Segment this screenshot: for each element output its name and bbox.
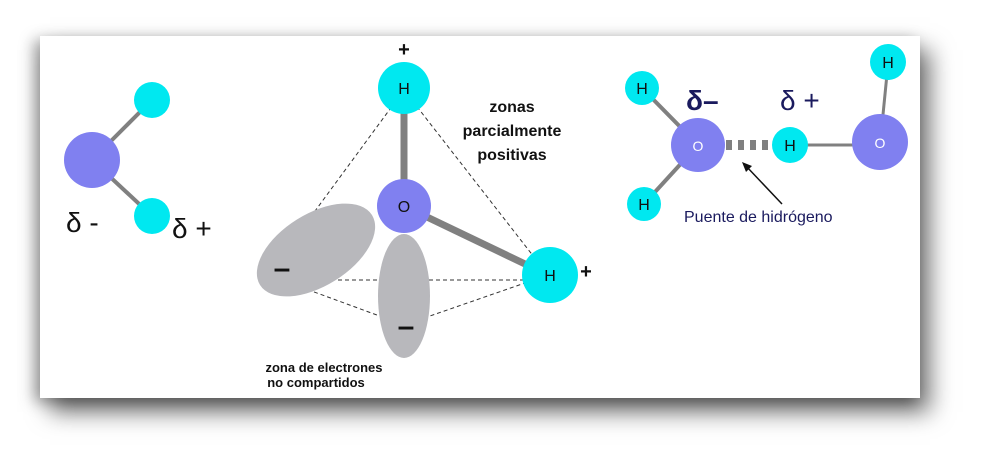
positive-zones-line1: zonas bbox=[489, 99, 534, 116]
lone-pair-zone-line1: zona de electrones bbox=[265, 360, 382, 375]
center-hydrogen-right-label: H bbox=[544, 268, 556, 285]
lone-pair-zone-line2: no compartidos bbox=[267, 375, 365, 390]
minus-left-sign: – bbox=[274, 252, 291, 285]
right-hydrogen-bridge bbox=[772, 127, 808, 163]
right-hydrogen-top-right bbox=[870, 44, 906, 80]
lone-pair-lobe-left bbox=[256, 203, 376, 297]
left-hydrogen-lower bbox=[134, 198, 170, 234]
hydrogen-bond-dashes bbox=[726, 140, 768, 150]
positive-zones-line3: positivas bbox=[477, 147, 546, 164]
left-hydrogen-upper bbox=[134, 82, 170, 118]
hydrogen-bond-label: Puente de hidrógeno bbox=[684, 209, 833, 226]
right-oxygen-left-label: O bbox=[693, 138, 704, 154]
left-water-molecule: δ - δ + bbox=[64, 82, 212, 244]
center-hydrogen-top bbox=[378, 62, 430, 114]
center-oxygen-label: O bbox=[398, 199, 410, 216]
right-delta-plus: δ + bbox=[780, 85, 820, 116]
plus-right-sign: + bbox=[580, 261, 592, 283]
center-water-molecule: O H H + + – – zonas parcialmente positiv… bbox=[256, 39, 592, 390]
minus-bottom-sign: – bbox=[398, 310, 415, 343]
center-oxygen-atom bbox=[377, 179, 431, 233]
right-hydrogen-top-right-label: H bbox=[882, 55, 894, 72]
right-hydrogen-top-left-label: H bbox=[636, 81, 648, 98]
diagram-panel bbox=[40, 36, 920, 398]
right-oxygen-right-label: O bbox=[875, 135, 886, 151]
right-hydrogen-bottom-left-label: H bbox=[638, 197, 650, 214]
right-hydrogen-bridge-label: H bbox=[784, 138, 796, 155]
plus-top-sign: + bbox=[398, 39, 410, 61]
left-oxygen-atom bbox=[64, 132, 120, 188]
lone-pair-lobe-bottom bbox=[378, 234, 430, 358]
left-delta-minus: δ - bbox=[66, 207, 99, 238]
positive-zones-line2: parcialmente bbox=[463, 123, 562, 140]
right-oxygen-left bbox=[671, 118, 725, 172]
hydrogen-bond-pair: H H O H O H δ– δ + Puente de hidrógeno bbox=[625, 44, 908, 226]
right-hydrogen-top-left bbox=[625, 71, 659, 105]
center-hydrogen-top-label: H bbox=[398, 81, 410, 98]
right-hydrogen-bottom-left bbox=[627, 187, 661, 221]
right-delta-minus: δ– bbox=[686, 85, 719, 116]
left-delta-plus: δ + bbox=[172, 213, 212, 244]
right-oxygen-right bbox=[852, 114, 908, 170]
center-hydrogen-right bbox=[522, 247, 578, 303]
hydrogen-bond-arrow bbox=[742, 162, 783, 205]
